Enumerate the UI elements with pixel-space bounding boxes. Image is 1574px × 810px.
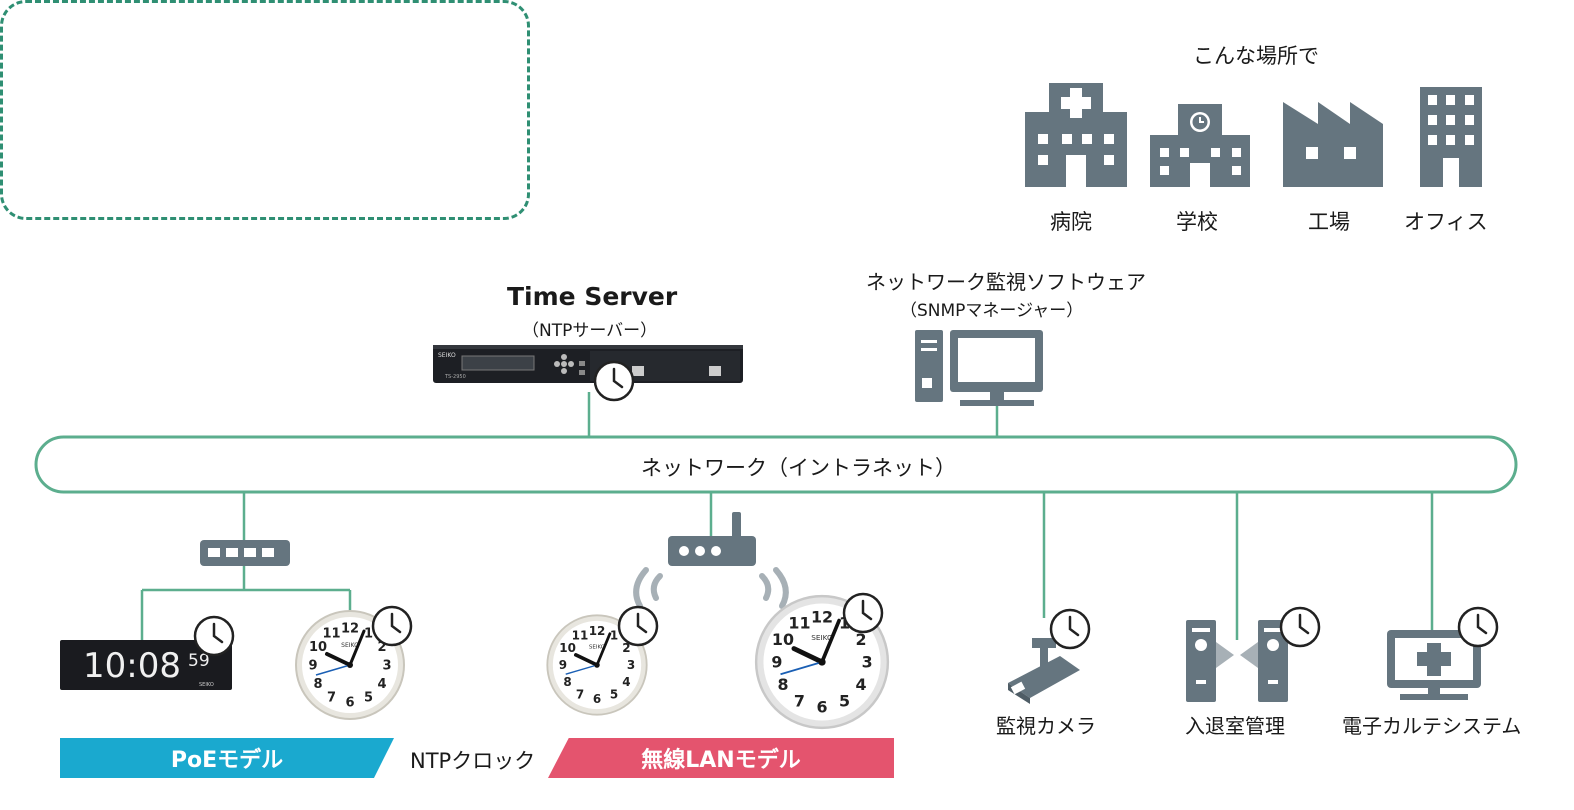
venue-label-factory: 工場	[1308, 210, 1350, 234]
clock-numeral: 11	[788, 613, 810, 632]
clock-icon	[1457, 606, 1499, 648]
factory-icon	[1283, 102, 1383, 187]
digital-clock-seconds: 59	[188, 651, 210, 671]
office-icon	[1420, 87, 1482, 187]
clock-numeral: 8	[313, 677, 322, 692]
poe-model-label: PoEモデル	[170, 748, 284, 773]
analog-clock-brand: SEIKO	[589, 644, 606, 650]
clock-numeral: 8	[777, 675, 788, 694]
device-label-emr: 電子カルテシステム	[1342, 714, 1522, 738]
time-server-device: SEIKO TS-2950	[433, 345, 743, 383]
network-bus	[34, 435, 1518, 494]
clock-numeral: 12	[589, 624, 606, 638]
monitoring-pc-icon	[915, 330, 1043, 406]
school-icon	[1150, 104, 1250, 187]
monitor-software-title: ネットワーク監視ソフトウェア	[866, 270, 1146, 294]
clock-numeral: 5	[610, 688, 618, 702]
time-server-brand: SEIKO	[438, 352, 456, 359]
clock-icon	[1049, 608, 1091, 650]
clock-numeral: 1	[610, 629, 618, 643]
clock-numeral: 4	[622, 675, 630, 689]
clock-numeral: 3	[627, 658, 635, 672]
digital-clock-time: 10:08	[83, 646, 181, 686]
clock-icon	[617, 605, 659, 647]
network-label: ネットワーク（イントラネット）	[641, 456, 956, 480]
time-server-subtitle: （NTPサーバー）	[522, 321, 658, 341]
clock-numeral: 11	[572, 629, 589, 643]
clock-icon	[193, 615, 235, 657]
clock-numeral: 10	[309, 640, 327, 655]
clock-numeral: 7	[327, 691, 336, 706]
digital-clock: 10:08 59 SEIKO	[60, 640, 232, 690]
digital-clock-brand: SEIKO	[199, 682, 214, 688]
device-label-camera: 監視カメラ	[996, 714, 1096, 738]
poe-model-band: PoEモデル	[60, 738, 394, 778]
monitor-software-subtitle: （SNMPマネージャー）	[900, 301, 1084, 321]
clock-icon	[371, 605, 413, 647]
clock-numeral: 5	[839, 692, 850, 711]
clock-numeral: 9	[771, 652, 782, 671]
access-gate-icon	[1186, 620, 1288, 702]
medical-records-icon	[1387, 630, 1481, 700]
clock-numeral: 9	[559, 658, 567, 672]
clock-numeral: 4	[856, 675, 867, 694]
poe-hub-icon	[200, 540, 290, 566]
clock-numeral: 2	[622, 641, 630, 655]
clock-icon	[1279, 606, 1321, 648]
venue-title: こんな場所で	[1193, 44, 1319, 68]
clock-numeral: 9	[308, 659, 317, 674]
time-server-model: TS-2950	[444, 374, 466, 380]
venue-label-hospital: 病院	[1050, 210, 1092, 234]
clock-numeral: 11	[322, 627, 340, 642]
ntp-clock-label: NTPクロック	[410, 749, 536, 773]
clock-numeral: 1	[839, 613, 850, 632]
clock-numeral: 12	[341, 622, 359, 637]
security-camera-icon	[1008, 638, 1080, 704]
clock-numeral: 10	[772, 630, 794, 649]
analog-clock-brand: SEIKO	[341, 642, 359, 649]
wireless-model-label: 無線LANモデル	[641, 748, 801, 773]
clock-numeral: 3	[862, 652, 873, 671]
clock-numeral: 1	[364, 627, 373, 642]
wireless-model-band: 無線LANモデル	[548, 738, 894, 778]
hospital-icon	[1025, 83, 1127, 187]
device-label-access: 入退室管理	[1185, 714, 1285, 738]
venue-label-office: オフィス	[1404, 210, 1488, 234]
clock-numeral: 4	[377, 677, 386, 692]
venue-box	[0, 0, 530, 220]
wireless-router-icon	[633, 512, 789, 609]
clock-numeral: 6	[593, 692, 601, 706]
clock-numeral: 5	[364, 691, 373, 706]
clock-icon	[842, 592, 884, 634]
venue-label-school: 学校	[1176, 210, 1218, 234]
clock-numeral: 2	[377, 640, 386, 655]
clock-numeral: 6	[816, 698, 827, 717]
clock-numeral: 7	[794, 692, 805, 711]
clock-numeral: 12	[811, 607, 833, 626]
clock-icon	[593, 360, 635, 402]
clock-numeral: 8	[563, 675, 571, 689]
clock-numeral: 6	[345, 696, 354, 711]
time-server-title: Time Server	[507, 282, 678, 311]
analog-clock-brand: SEIKO	[811, 633, 833, 642]
clock-numeral: 3	[382, 659, 391, 674]
clock-numeral: 10	[559, 641, 576, 655]
clock-numeral: 2	[856, 630, 867, 649]
connection-lines	[140, 392, 1434, 640]
clock-numeral: 7	[576, 688, 584, 702]
